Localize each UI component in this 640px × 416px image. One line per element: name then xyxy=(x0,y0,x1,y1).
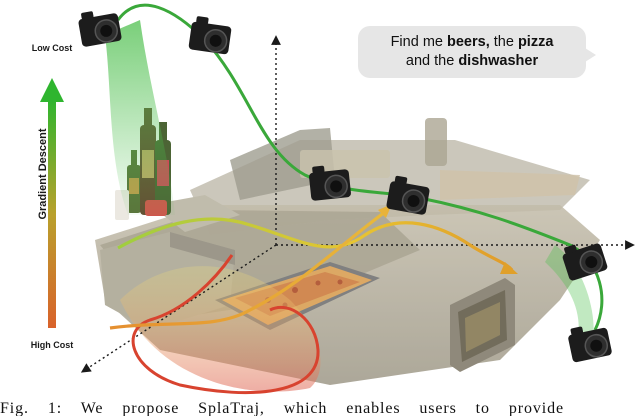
query-text: and the xyxy=(405,53,459,69)
speech-bubble-tail xyxy=(585,48,596,62)
dishwasher-icon xyxy=(450,278,515,372)
camera-icon xyxy=(188,16,232,55)
camera-icon xyxy=(309,165,351,201)
high-cost-label: High Cost xyxy=(30,340,74,350)
camera-icon xyxy=(562,243,608,281)
gradient-descent-label: Gradient Descent xyxy=(37,128,49,220)
camera-icon xyxy=(386,175,430,215)
query-object-pizza: pizza xyxy=(517,34,554,50)
query-object-dishwasher: dishwasher xyxy=(458,53,539,69)
camera-icon xyxy=(568,326,612,363)
yellow-trajectory xyxy=(117,217,514,272)
yellow-trajectory-arrowhead xyxy=(500,262,518,274)
query-object-beers: beers, xyxy=(447,34,490,50)
low-cost-label: Low Cost xyxy=(31,43,73,53)
query-text: Find me xyxy=(390,34,447,50)
low-cost-band xyxy=(105,20,175,215)
camera-icon xyxy=(78,11,122,47)
query-speech-bubble: Find me beers, the pizza and the dishwas… xyxy=(358,26,596,78)
orange-trajectory xyxy=(109,210,386,330)
gradient-descent-arrow xyxy=(40,78,64,328)
query-text: the xyxy=(489,34,518,50)
figure-caption: Fig. 1: We propose SplaTraj, which enabl… xyxy=(0,400,564,416)
low-cost-band-right xyxy=(545,245,594,350)
red-trajectory xyxy=(131,254,320,395)
